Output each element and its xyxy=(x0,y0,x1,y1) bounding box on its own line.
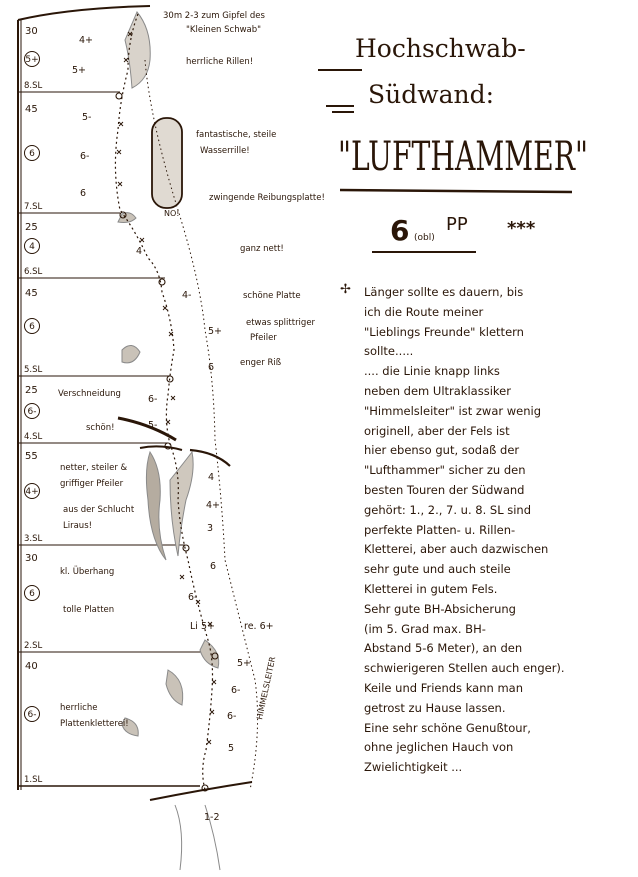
route-grade: 4+ xyxy=(79,35,93,46)
pitch-row: 25 6- 4.SL xyxy=(24,385,43,442)
route-grade: 6 xyxy=(210,561,216,572)
route-grade: 4+ xyxy=(206,500,220,511)
belay-label: 7.SL xyxy=(24,202,43,212)
pitch-length: 45 xyxy=(25,104,38,115)
note-splittrig-2: Pfeiler xyxy=(250,333,277,343)
grade-note: (obl) xyxy=(414,233,435,243)
pitch-length: 40 xyxy=(25,661,38,672)
route-grade: 6- xyxy=(188,592,197,603)
pitch-grade: 6 xyxy=(29,589,35,599)
note-schlucht: aus der Schlucht xyxy=(63,505,135,515)
note-ganz-nett: ganz nett! xyxy=(240,244,284,254)
route-grade: 6- xyxy=(227,711,236,722)
pitch-grade: 4+ xyxy=(25,487,38,497)
pitch-row: 30 6 2.SL xyxy=(24,553,43,651)
route-grade: 3 xyxy=(207,523,213,534)
route-grade: 5+ xyxy=(72,65,86,76)
route-style: PP xyxy=(446,214,468,235)
pitch-grade: 5+ xyxy=(25,55,38,65)
pitch-row: 30 5+ 8.SL xyxy=(24,26,43,91)
pitch-length: 25 xyxy=(25,222,38,233)
note-verschneidung: Verschneidung xyxy=(58,389,121,399)
note-himmelsleiter: HIMMELSLEITER xyxy=(255,655,277,720)
note-pfeiler: netter, steiler & xyxy=(60,463,128,473)
route-grade: Li 5+ xyxy=(190,621,215,632)
note-summit-2: "Kleinen Schwab" xyxy=(186,25,261,35)
belay-stations xyxy=(115,92,219,792)
pitch-grade: 4 xyxy=(29,242,35,252)
summit-ridge xyxy=(17,5,151,21)
rock-features xyxy=(117,11,253,871)
route-grade: 1-2 xyxy=(204,812,220,823)
note-schoen: schön! xyxy=(86,423,114,433)
note-splittrig: etwas splittriger xyxy=(246,318,316,328)
bolt-marks xyxy=(116,31,217,745)
bullet-icon: ✢ xyxy=(340,282,351,297)
pitch-row: 55 4+ 3.SL xyxy=(24,451,43,544)
pitch-grade: 6 xyxy=(29,149,35,159)
note-tolle-platten: tolle Platten xyxy=(63,605,114,615)
belay-label: 8.SL xyxy=(24,81,43,91)
pitch-grade: 6 xyxy=(29,322,35,332)
pitch-grade: 6- xyxy=(28,710,37,720)
belay-label: 4.SL xyxy=(24,432,43,442)
note-ueberhang: kl. Überhang xyxy=(60,566,114,577)
belay-label: 5.SL xyxy=(24,365,43,375)
pitch-length: 25 xyxy=(25,385,38,396)
pitch-row: 40 6- 1.SL xyxy=(24,661,43,785)
note-schoene-platte: schöne Platte xyxy=(243,291,301,301)
pitch-row: 45 6 7.SL xyxy=(24,104,43,212)
route-grade: 4 xyxy=(208,472,214,483)
route-line-himmelsleiter xyxy=(144,59,259,791)
note-wasserrille-2: Wasserrille! xyxy=(200,146,250,156)
title-line-1: Hochschwab- xyxy=(355,34,526,63)
note-schlucht-2: Liraus! xyxy=(63,521,92,531)
route-grade: 6 xyxy=(80,188,86,199)
belay-label: 3.SL xyxy=(24,534,43,544)
route-grade: 6- xyxy=(148,394,157,405)
note-summit: 30m 2-3 zum Gipfel des xyxy=(163,11,265,21)
pitch-grade: 6- xyxy=(28,407,37,417)
pitch-length: 55 xyxy=(25,451,38,462)
route-grade: 6- xyxy=(80,151,89,162)
note-plattenkletterei-2: Plattenkletterei! xyxy=(60,719,129,729)
pitch-row: 45 6 5.SL xyxy=(24,288,43,375)
pitch-row: 25 4 6.SL xyxy=(24,222,43,277)
note-wasserrille: fantastische, steile xyxy=(196,130,276,140)
pitch-length: 30 xyxy=(25,553,38,564)
route-grade: 6- xyxy=(231,685,240,696)
note-riss: enger Riß xyxy=(240,358,281,368)
note-rillen: herrliche Rillen! xyxy=(186,57,253,67)
pitch-length: 45 xyxy=(25,288,38,299)
route-grade-main: 6 xyxy=(390,214,409,247)
belay-label: 6.SL xyxy=(24,267,43,277)
route-grade: re. 6+ xyxy=(244,621,274,632)
route-name: "LUFTHAMMER" xyxy=(338,134,588,180)
route-grade: 6 xyxy=(208,362,214,373)
route-description: Länger sollte es dauern, bis ich die Rou… xyxy=(364,285,565,775)
route-grade: 5- xyxy=(148,420,157,431)
note-reibung: zwingende Reibungsplatte! xyxy=(209,193,325,203)
route-line-lufthammer xyxy=(114,13,214,791)
note-pfeiler-2: griffiger Pfeiler xyxy=(60,479,124,489)
route-grade: 5+ xyxy=(208,326,222,337)
belay-label: 1.SL xyxy=(24,775,43,785)
note-plattenkletterei: herrliche xyxy=(60,703,97,713)
route-name-underline xyxy=(339,188,573,194)
route-grade: 5 xyxy=(228,743,234,754)
route-grade: 5+ xyxy=(237,658,251,669)
pitch-length: 30 xyxy=(25,26,38,37)
route-grade: 5- xyxy=(82,112,91,123)
title-line-2: Südwand: xyxy=(368,80,494,109)
belay-label: 2.SL xyxy=(24,641,43,651)
note-no: NO! xyxy=(164,209,180,218)
route-grade: 4- xyxy=(182,290,191,301)
route-grade: 4 xyxy=(136,246,142,257)
route-rating: *** xyxy=(507,218,536,239)
